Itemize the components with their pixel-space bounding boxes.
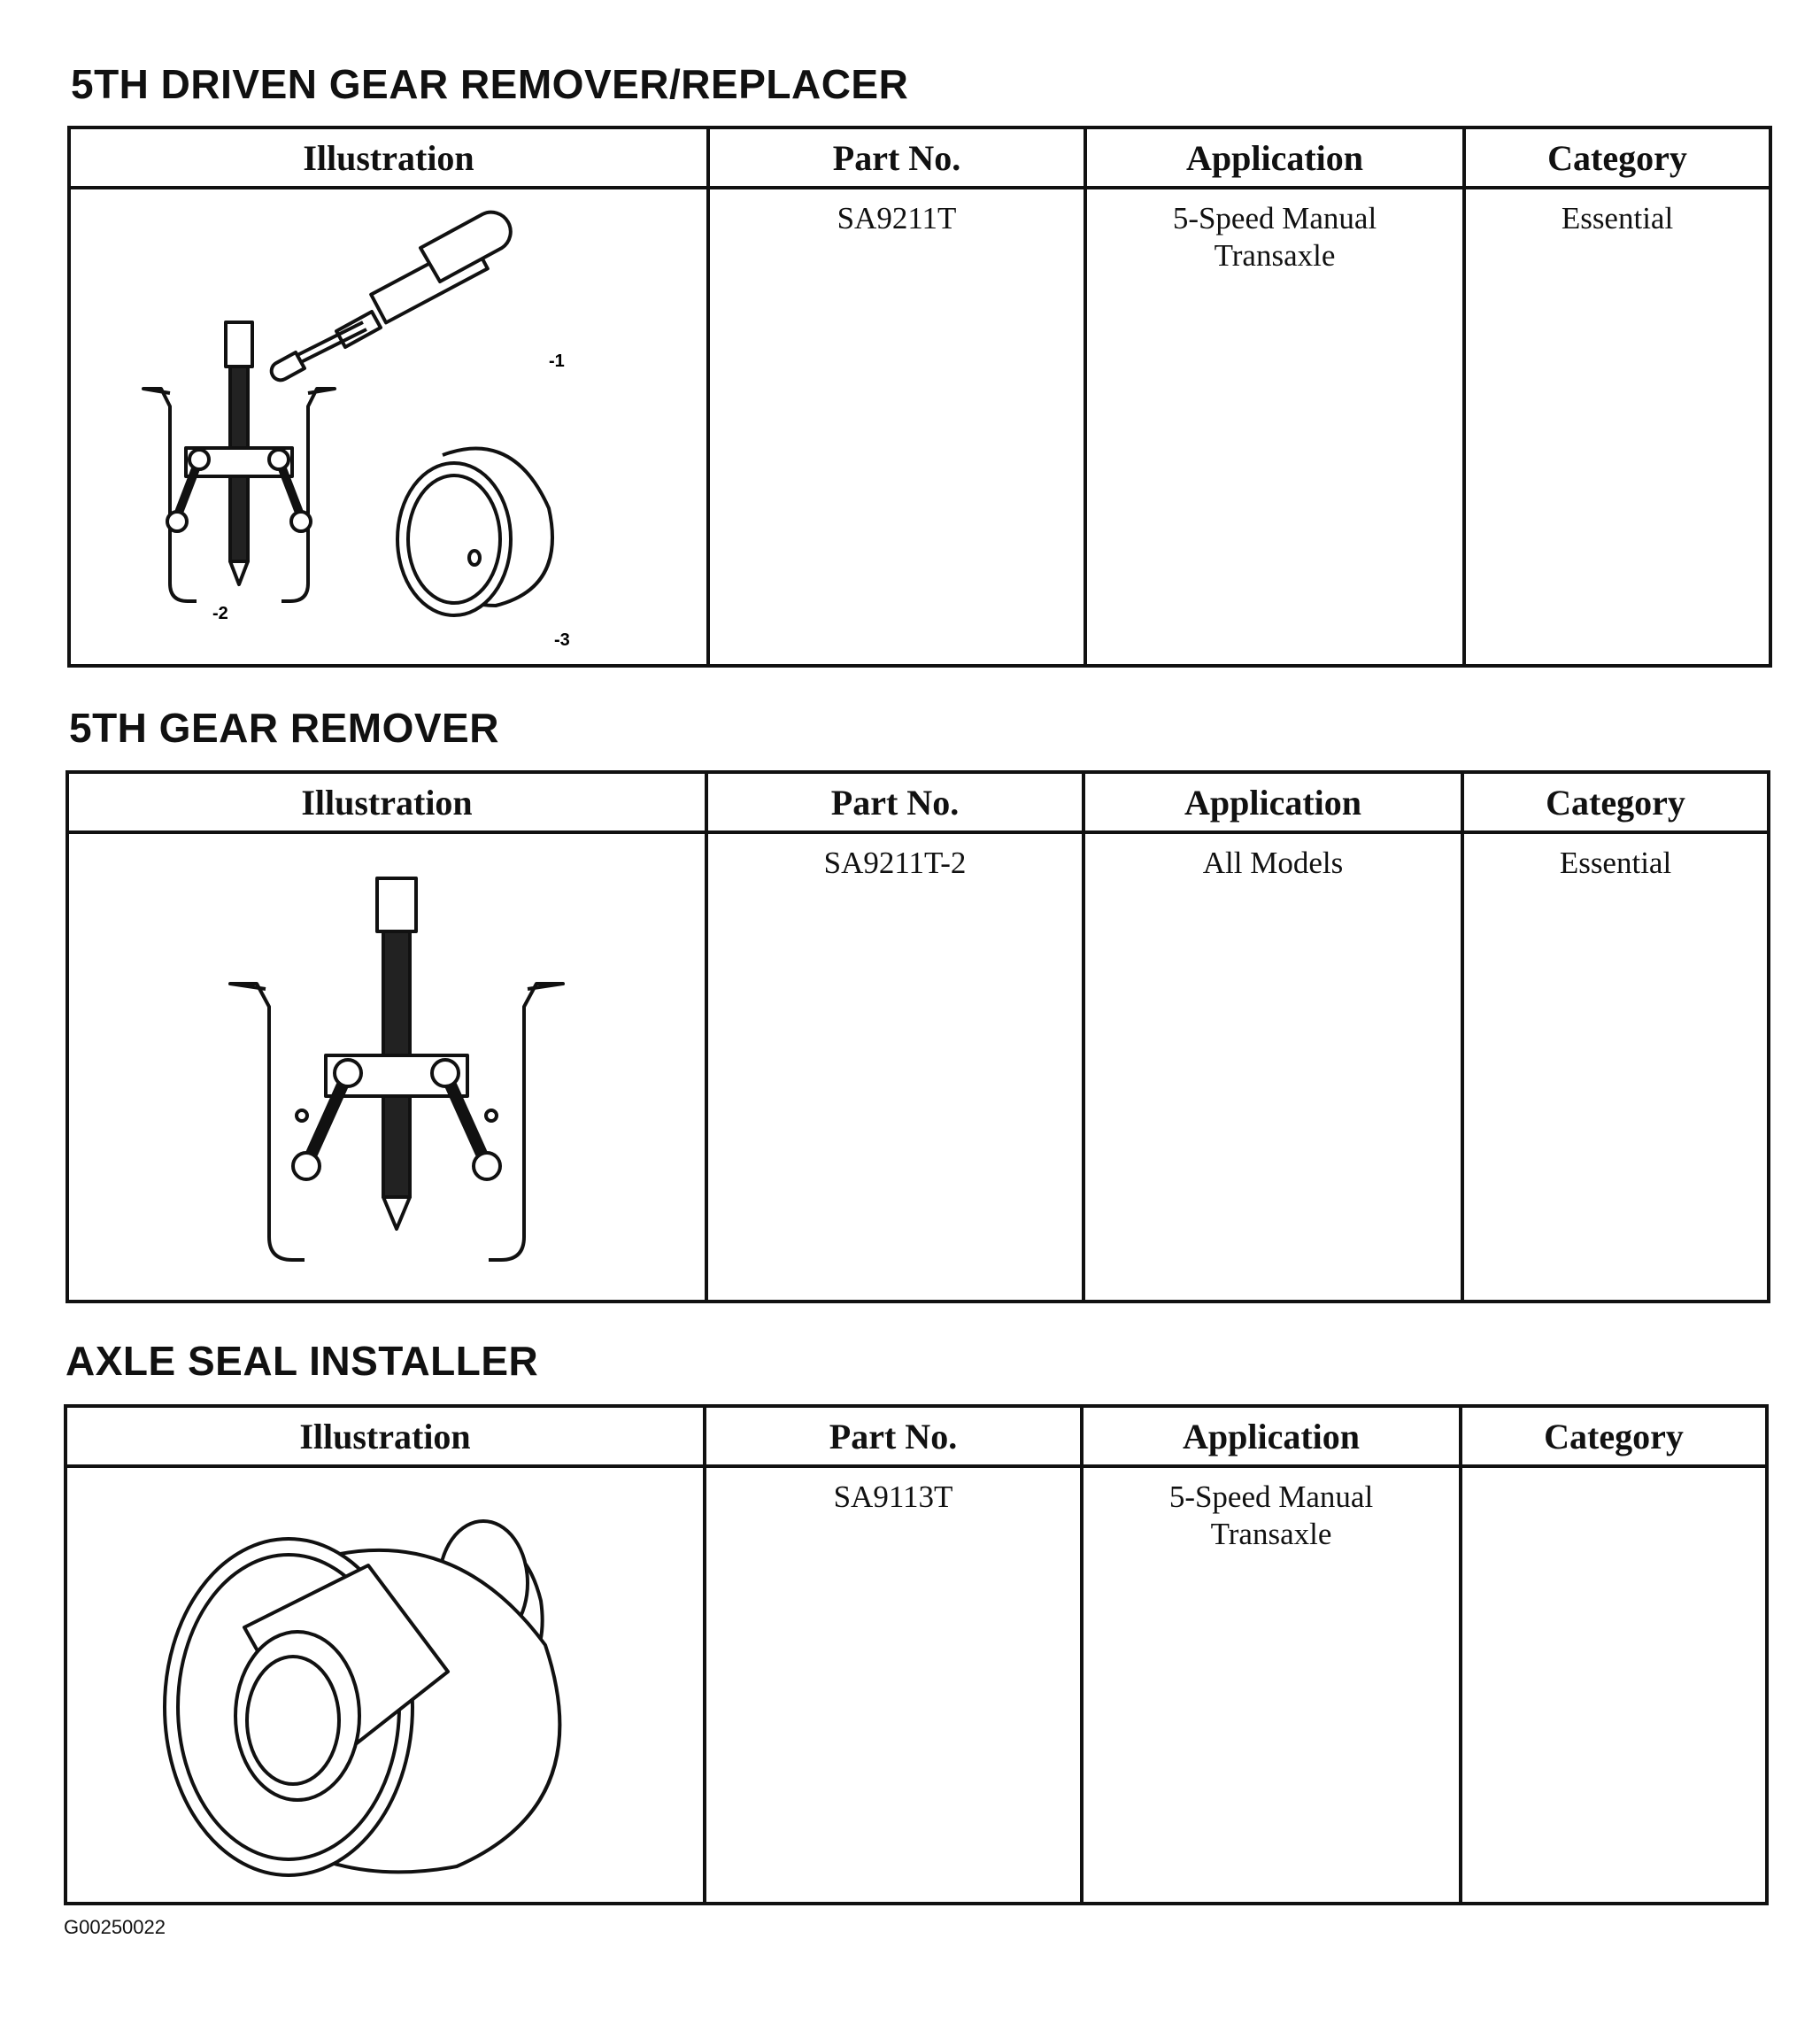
header-application: Application bbox=[1084, 126, 1466, 189]
part-no-cell: SA9113T bbox=[703, 1464, 1084, 1905]
header-part-no: Part No. bbox=[703, 1404, 1084, 1468]
category-cell bbox=[1459, 1464, 1769, 1905]
header-category: Category bbox=[1459, 1404, 1769, 1468]
gear-puller-illustration bbox=[228, 877, 565, 1262]
axle-seal-installer-illustration bbox=[163, 1519, 562, 1877]
application-cell: 5-Speed Manual Transaxle bbox=[1080, 1464, 1462, 1905]
tool-table-axle-seal: Illustration Part No. Application Catego… bbox=[64, 1404, 1769, 1905]
part-no-cell: SA9211T bbox=[706, 186, 1087, 668]
gear-puller-icon bbox=[228, 877, 565, 1262]
header-part-no: Part No. bbox=[705, 770, 1085, 834]
driver-tool-icon bbox=[269, 210, 513, 382]
header-illustration: Illustration bbox=[66, 770, 708, 834]
two-jaw-puller-icon bbox=[142, 321, 336, 603]
illustration-cell bbox=[64, 1464, 706, 1905]
callout-1: -1 bbox=[549, 351, 565, 371]
illustration-cell: -1 -2 -3 bbox=[67, 186, 710, 668]
figure-code: G00250022 bbox=[64, 1916, 166, 1938]
header-part-no: Part No. bbox=[706, 126, 1087, 189]
category-cell: Essential bbox=[1461, 830, 1770, 1303]
callout-2: -2 bbox=[212, 604, 228, 623]
illustration-cell bbox=[66, 830, 708, 1303]
tool-table-gear-remover: Illustration Part No. Application Catego… bbox=[66, 770, 1770, 1303]
header-illustration: Illustration bbox=[67, 126, 710, 189]
header-category: Category bbox=[1462, 126, 1772, 189]
category-cell: Essential bbox=[1462, 186, 1772, 668]
application-cell: All Models bbox=[1082, 830, 1464, 1303]
header-application: Application bbox=[1082, 770, 1464, 834]
tool-table-driven-gear: Illustration Part No. Application Catego… bbox=[67, 126, 1772, 668]
callout-3: -3 bbox=[554, 630, 570, 650]
section-title-driven-gear: 5TH DRIVEN GEAR REMOVER/REPLACER bbox=[71, 61, 909, 107]
part-no-cell: SA9211T-2 bbox=[705, 830, 1085, 1303]
section-title-axle-seal: AXLE SEAL INSTALLER bbox=[66, 1338, 539, 1384]
header-category: Category bbox=[1461, 770, 1770, 834]
gear-puller-kit-illustration: -1 -2 -3 bbox=[142, 210, 570, 650]
application-cell: 5-Speed Manual Transaxle bbox=[1084, 186, 1466, 668]
seal-installer-icon bbox=[163, 1519, 562, 1877]
section-title-gear-remover: 5TH GEAR REMOVER bbox=[69, 705, 499, 751]
header-application: Application bbox=[1080, 1404, 1462, 1468]
adapter-cup-icon bbox=[396, 446, 554, 617]
header-illustration: Illustration bbox=[64, 1404, 706, 1468]
